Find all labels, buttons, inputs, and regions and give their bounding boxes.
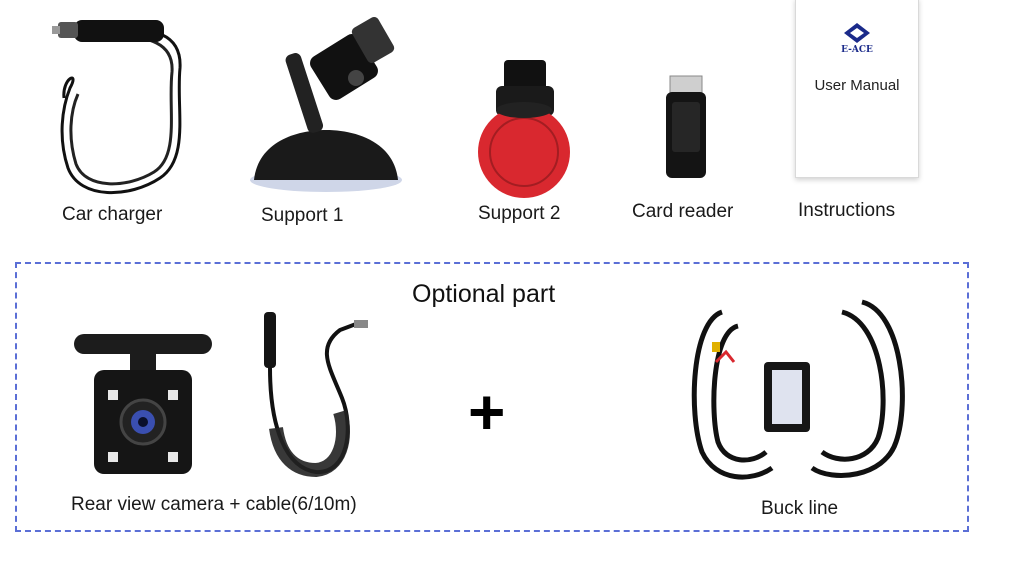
user-manual-booklet: E-ACE User Manual	[795, 0, 919, 178]
optional-part-box	[15, 262, 969, 532]
label-buck-line: Buck line	[761, 498, 839, 519]
optional-part-title: Optional part	[412, 280, 556, 308]
label-instructions: Instructions	[798, 200, 896, 221]
manual-title: User Manual	[814, 77, 900, 94]
camera-cable-image	[264, 312, 368, 478]
car-charger-image	[52, 20, 182, 195]
brand-logo-icon	[844, 23, 870, 43]
plus-sign: +	[468, 376, 506, 448]
label-car-charger: Car charger	[62, 204, 163, 225]
label-card-reader: Card reader	[632, 201, 734, 222]
buck-line-image	[691, 299, 905, 480]
support-2-image	[478, 60, 570, 198]
brand-name: E-ACE	[841, 45, 873, 55]
label-support-1: Support 1	[261, 205, 344, 226]
card-reader-image	[666, 75, 706, 178]
label-support-2: Support 2	[478, 203, 561, 224]
support-1-image	[250, 17, 402, 192]
rear-camera-image	[74, 334, 212, 474]
label-rear-camera: Rear view camera + cable(6/10m)	[71, 494, 357, 515]
